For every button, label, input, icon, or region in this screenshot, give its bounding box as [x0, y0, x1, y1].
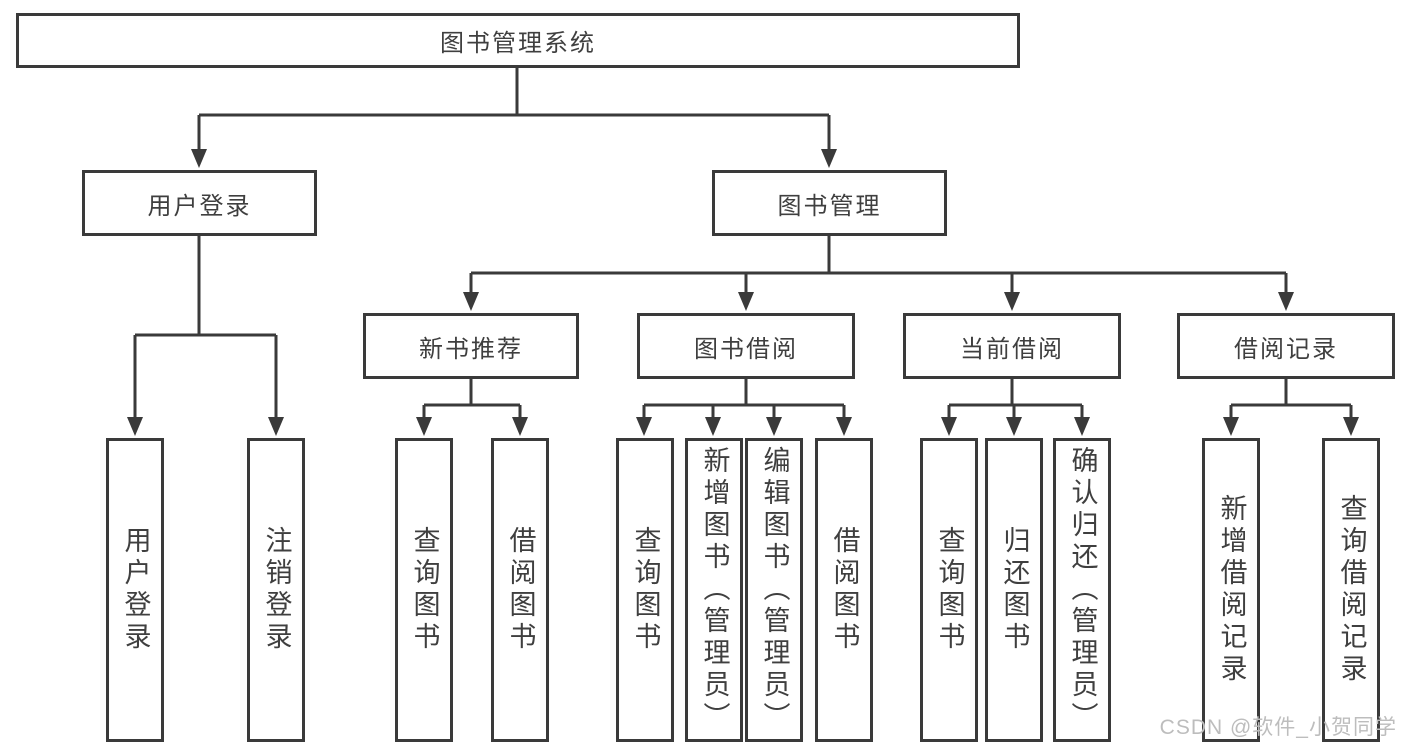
- leaf-add-borrow-record: 新增借阅记录: [1202, 438, 1260, 742]
- arrowhead: [1343, 417, 1359, 436]
- arrowhead: [191, 149, 207, 168]
- arrowhead: [1004, 292, 1020, 311]
- arrowhead: [463, 292, 479, 311]
- connector-edges: [133, 68, 1353, 420]
- arrowhead: [636, 417, 652, 436]
- edge-userlogin-to-leaves: [133, 236, 278, 420]
- arrowhead: [416, 417, 432, 436]
- node-root-system: 图书管理系统: [16, 13, 1020, 68]
- leaf-query-book-current: 查询图书: [920, 438, 978, 742]
- node-user-login: 用户登录: [82, 170, 317, 236]
- arrowhead: [738, 292, 754, 311]
- node-book-borrowing: 图书借阅: [637, 313, 855, 379]
- leaf-add-book-admin: 新增图书（管理员）: [685, 438, 743, 742]
- node-book-management: 图书管理: [712, 170, 947, 236]
- edge-bookborrow-to-leaves: [642, 379, 846, 420]
- arrowhead: [821, 149, 837, 168]
- edge-borrowrecord-to-leaves: [1229, 379, 1353, 420]
- arrowhead: [1223, 417, 1239, 436]
- arrowhead: [941, 417, 957, 436]
- edge-root-to-level2: [197, 68, 831, 152]
- leaf-borrow-book-borrowing: 借阅图书: [815, 438, 873, 742]
- arrowheads: [127, 149, 1359, 436]
- leaf-user-login: 用户登录: [106, 438, 164, 742]
- arrowhead: [127, 417, 143, 436]
- arrowhead: [268, 417, 284, 436]
- arrowhead: [836, 417, 852, 436]
- edge-currentborrow-to-leaves: [947, 379, 1084, 420]
- leaf-borrow-book-recommend: 借阅图书: [491, 438, 549, 742]
- leaf-confirm-return-admin: 确认归还（管理员）: [1053, 438, 1111, 742]
- leaf-query-book-recommend: 查询图书: [395, 438, 453, 742]
- leaf-logout: 注销登录: [247, 438, 305, 742]
- edge-bookmgmt-to-level3: [469, 236, 1288, 295]
- leaf-query-borrow-record: 查询借阅记录: [1322, 438, 1380, 742]
- arrowhead: [1278, 292, 1294, 311]
- leaf-query-book-borrowing: 查询图书: [616, 438, 674, 742]
- csdn-watermark: CSDN @软件_小贺同学: [1159, 716, 1397, 739]
- leaf-return-book: 归还图书: [985, 438, 1043, 742]
- node-current-borrowing: 当前借阅: [903, 313, 1121, 379]
- edge-newbookrec-to-leaves: [422, 379, 522, 420]
- arrowhead: [766, 417, 782, 436]
- arrowhead: [512, 417, 528, 436]
- arrowhead: [1074, 417, 1090, 436]
- arrowhead: [1006, 417, 1022, 436]
- leaf-edit-book-admin: 编辑图书（管理员）: [745, 438, 803, 742]
- node-borrowing-records: 借阅记录: [1177, 313, 1395, 379]
- arrowhead: [705, 417, 721, 436]
- node-new-book-recommend: 新书推荐: [363, 313, 579, 379]
